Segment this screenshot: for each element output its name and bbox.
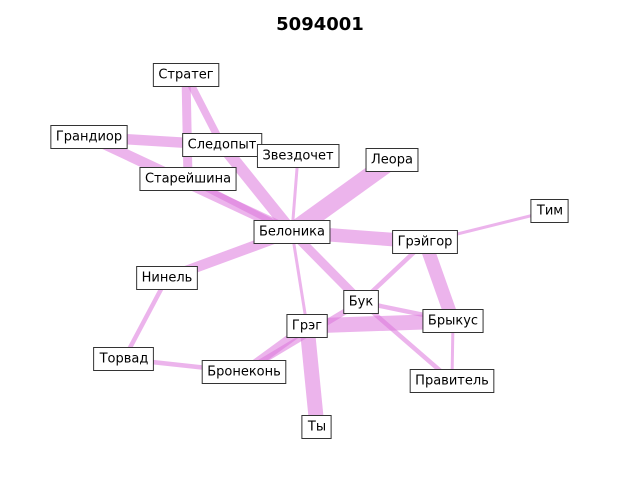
node-label: Старейшина [145, 172, 231, 187]
edge-sledopyt-belonika [217, 141, 297, 236]
edge-ninel-torvad [122, 276, 169, 361]
node-box [152, 63, 220, 87]
node-box [50, 125, 128, 149]
node-box [422, 309, 484, 333]
node-label: Грандиор [56, 130, 122, 145]
node-label: Грэйгор [398, 235, 453, 250]
node-torvad: Торвад [93, 347, 154, 371]
node-label: Ты [307, 420, 326, 435]
node-bronekon: Бронеконь [201, 360, 287, 384]
node-ninel: Нинель [136, 266, 198, 290]
node-label: Нинель [142, 271, 193, 286]
node-label: Правитель [415, 374, 489, 389]
node-pravitel: Правитель [409, 369, 495, 393]
node-box [301, 415, 332, 439]
node-greg: Грэг [286, 314, 328, 338]
edge-strateg-stareyshina [181, 74, 193, 180]
node-label: Тим [536, 204, 563, 219]
node-box [139, 167, 237, 191]
node-brykus: Брыкус [422, 309, 484, 333]
node-stareyshina: Старейшина [139, 167, 237, 191]
edge-greg-ty [299, 325, 325, 428]
node-box [409, 369, 495, 393]
node-box [530, 199, 569, 223]
node-box [256, 144, 340, 168]
diagram-title: 5094001 [276, 14, 364, 35]
node-box [365, 148, 419, 172]
node-label: Бук [349, 295, 374, 310]
node-belonika: Белоника [253, 220, 331, 244]
edge-zvezdochet-belonika [290, 155, 300, 233]
node-label: Леора [371, 153, 413, 168]
node-label: Белоника [259, 225, 325, 240]
node-leora: Леора [365, 148, 419, 172]
node-ty: Ты [301, 415, 332, 439]
node-label: Бронеконь [207, 365, 281, 380]
node-label: Торвад [99, 352, 149, 367]
node-box [93, 347, 154, 371]
node-box [286, 314, 328, 338]
node-box [392, 230, 458, 254]
node-zvezdochet: Звездочет [256, 144, 340, 168]
node-grandior: Грандиор [50, 125, 128, 149]
node-label: Следопыт [188, 138, 257, 153]
node-label: Звездочет [262, 149, 334, 164]
node-label: Брыкус [428, 314, 478, 329]
node-box [253, 220, 331, 244]
edge-buk-pravitel [359, 300, 454, 383]
edge-belonika-greg [290, 231, 309, 327]
node-tim: Тим [530, 199, 569, 223]
node-box [343, 290, 379, 314]
node-buk: Бук [343, 290, 379, 314]
node-sledopyt: Следопыт [182, 133, 263, 157]
node-label: Грэг [292, 319, 322, 334]
node-label: Стратег [158, 68, 213, 83]
node-greygor: Грэйгор [392, 230, 458, 254]
node-box [201, 360, 287, 384]
node-strateg: Стратег [152, 63, 220, 87]
edge-greygor-brykus [418, 239, 460, 324]
node-box [136, 266, 198, 290]
